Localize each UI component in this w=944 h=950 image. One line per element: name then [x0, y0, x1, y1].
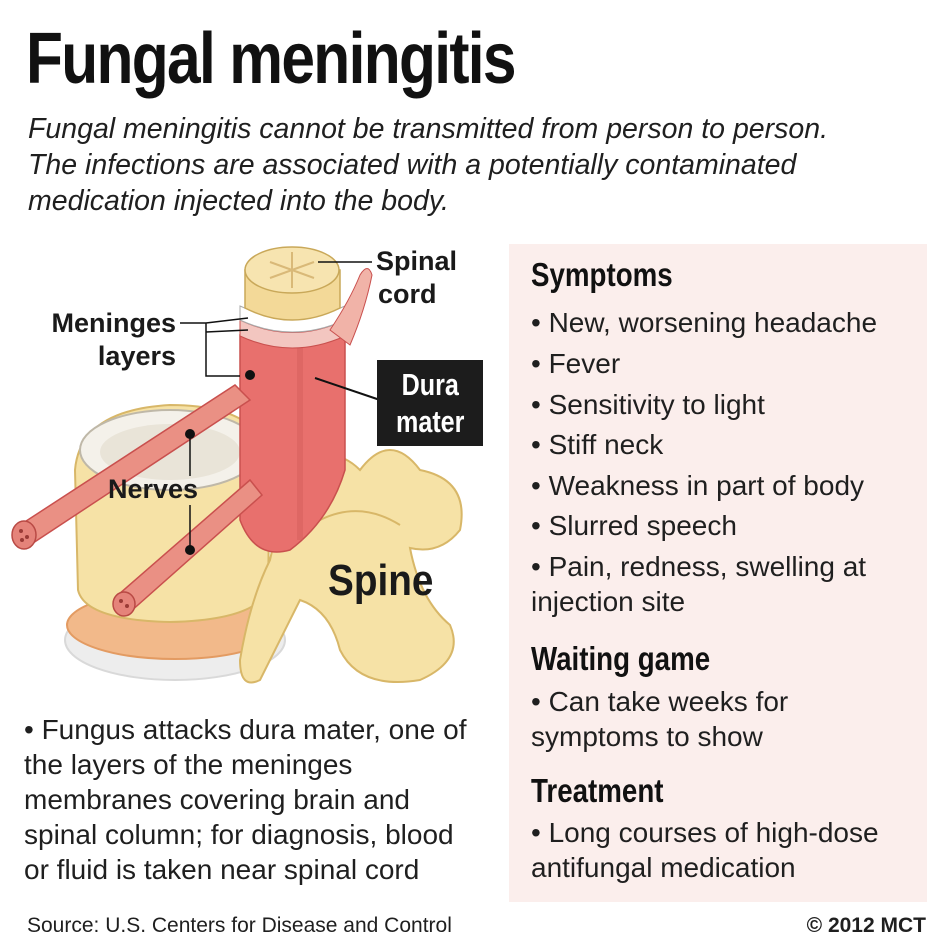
- symptom-item: • Slurred speech: [531, 510, 737, 541]
- nerve-root-right: [329, 268, 373, 346]
- fungus-note: • Fungus attacks dura mater, one of the …: [24, 714, 467, 885]
- dura-leader: [314, 377, 381, 401]
- label-spine: Spine: [328, 556, 434, 605]
- waiting-game-heading: Waiting game: [531, 640, 711, 677]
- symptom-item: • Stiff neck: [531, 429, 664, 460]
- waiting-game-text: • Can take weeks for symptoms to show: [531, 686, 789, 752]
- treatment-text: • Long courses of high-dose antifungal m…: [531, 817, 879, 883]
- copyright-credit: © 2012 MCT: [806, 914, 926, 937]
- info-panel: [509, 244, 927, 902]
- label-spinal-cord: Spinal cord: [376, 246, 458, 309]
- symptom-item: • New, worsening headache: [531, 307, 878, 338]
- page-title: Fungal meningitis: [26, 19, 517, 99]
- symptom-item: • Pain, redness, swelling at injection s…: [531, 551, 867, 617]
- treatment-heading: Treatment: [531, 772, 664, 809]
- symptom-item: • Sensitivity to light: [531, 389, 765, 420]
- symptom-item: • Fever: [531, 348, 621, 379]
- subtitle: Fungal meningitis cannot be transmitted …: [28, 113, 829, 217]
- nerve-upper: [11, 384, 252, 550]
- spine-illustration: [11, 246, 463, 684]
- dura-mater-tube: [239, 334, 346, 553]
- label-nerves: Nerves: [108, 474, 199, 504]
- symptoms-heading: Symptoms: [531, 256, 673, 293]
- symptom-item: • Weakness in part of body: [531, 470, 865, 501]
- source-credit: Source: U.S. Centers for Disease and Con…: [27, 914, 452, 937]
- label-meninges-layers: Meninges layers: [51, 308, 176, 371]
- meninges-leader: [180, 317, 249, 377]
